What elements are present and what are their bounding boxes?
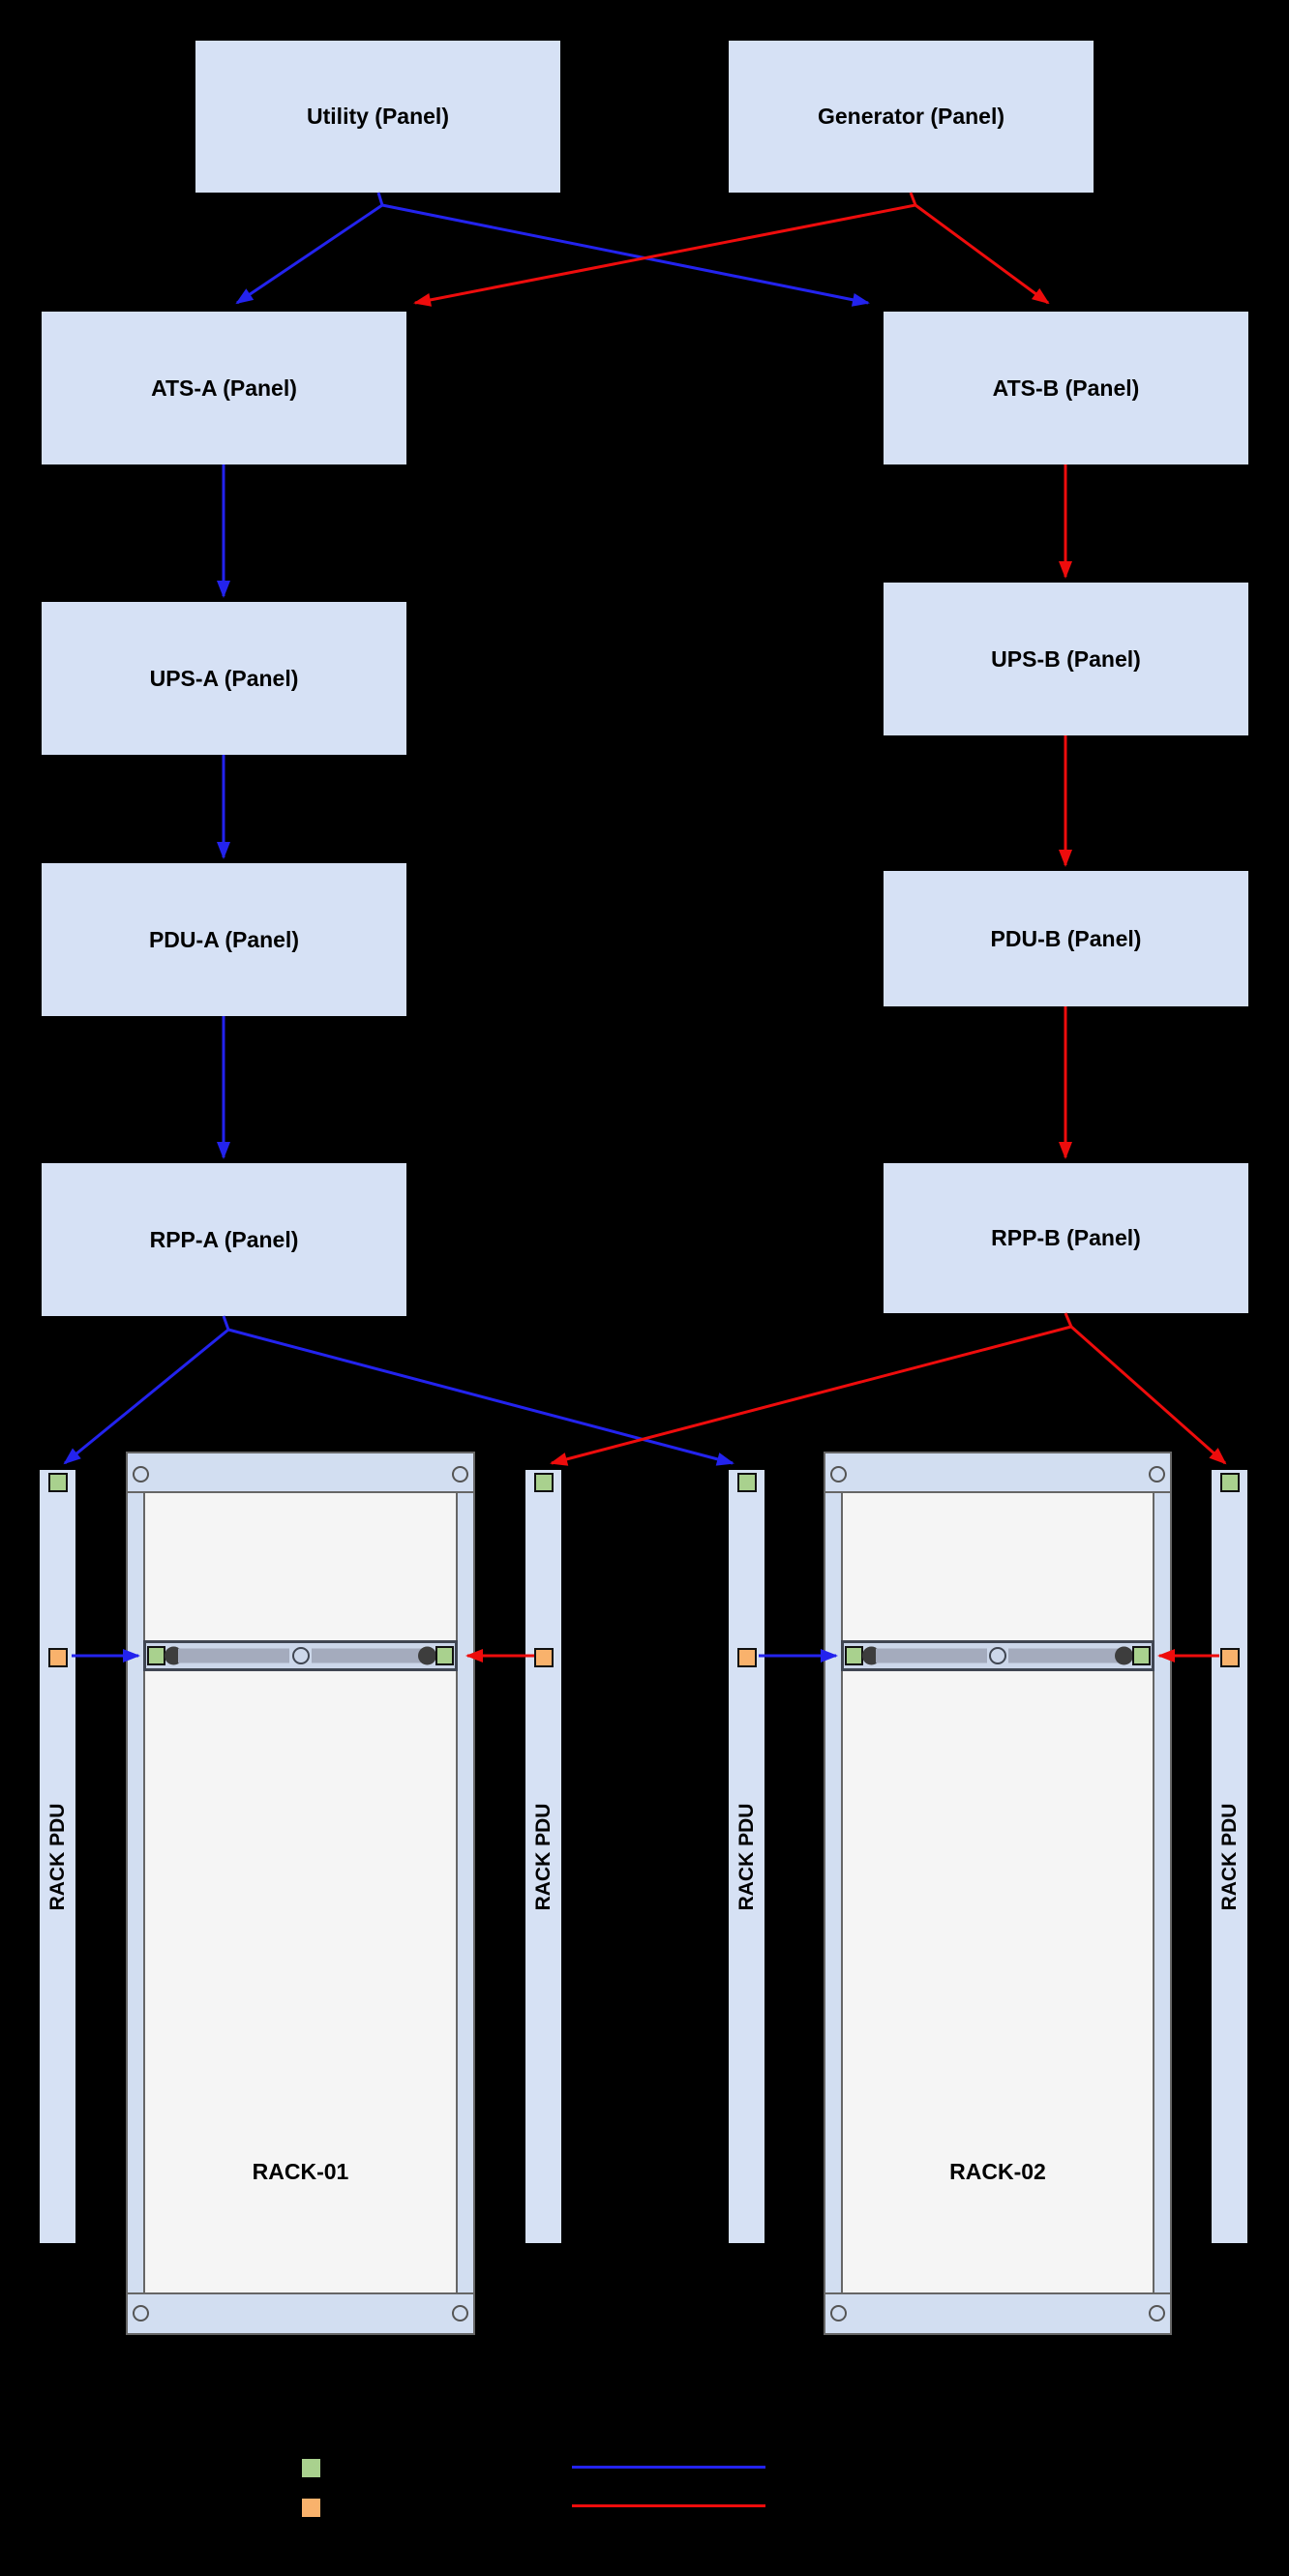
pdu-outlet-square: [533, 1648, 554, 1667]
rack-pdu-label: RACK PDU: [1217, 1803, 1241, 1910]
legend-feed-a-line: [572, 2466, 765, 2469]
edge-rpp-b-to-rack02-pdu: [1070, 1325, 1227, 1465]
panel-ats-a: ATS-A (Panel): [42, 312, 406, 464]
panel-rpp-b-label: RPP-B (Panel): [991, 1225, 1141, 1250]
panel-utility-label: Utility (Panel): [307, 104, 449, 129]
pdu-input-square: [1219, 1473, 1240, 1492]
panel-ups-a: UPS-A (Panel): [42, 602, 406, 755]
panel-rpp-b: RPP-B (Panel): [884, 1163, 1248, 1313]
server-1u-rack-02: [841, 1640, 1154, 1671]
vent-slot: [1008, 1648, 1120, 1663]
panel-pdu-a: PDU-A (Panel): [42, 863, 406, 1016]
panel-pdu-b: PDU-B (Panel): [884, 871, 1248, 1006]
screw-hole-icon: [830, 2305, 847, 2321]
vent-slot: [178, 1648, 289, 1663]
rack-pdu-label: RACK PDU: [531, 1803, 555, 1910]
pdu-outlet-square: [736, 1648, 757, 1667]
panel-rpp-a-label: RPP-A (Panel): [149, 1226, 299, 1252]
rack-pdu-strip-rack02-b: RACK PDU: [1212, 1470, 1247, 2243]
rack-01-bottom-bar: [128, 2292, 473, 2333]
panel-ats-a-label: ATS-A (Panel): [151, 374, 297, 401]
screw-hole-icon: [133, 2305, 149, 2321]
screw-hole-icon: [133, 1466, 149, 1483]
edge-rpp-a-to-rack01-pdu: [63, 1315, 230, 1465]
rack-02-label: RACK-02: [949, 2159, 1046, 2184]
screw-hole-icon: [452, 2305, 468, 2321]
panel-ats-b: ATS-B (Panel): [884, 312, 1248, 464]
mount-hole-icon: [418, 1646, 436, 1665]
panel-ups-b: UPS-B (Panel): [884, 583, 1248, 735]
pdu-outlet-square: [47, 1648, 68, 1667]
pdu-outlet-square: [1219, 1648, 1240, 1667]
rack-01-top-bar: [128, 1453, 473, 1493]
mount-hole-icon: [1115, 1646, 1133, 1665]
screw-hole-icon: [830, 1466, 847, 1483]
edge-utility-to-ats-b: [381, 203, 870, 307]
edge-utility-to-ats-a: [235, 192, 384, 305]
edge-generator-to-ats-a: [413, 192, 918, 307]
edge-generator-to-ats-b: [914, 203, 1050, 305]
rack-02-interior: RACK-02: [841, 1493, 1154, 2292]
legend-outlet-swatch: [302, 2499, 320, 2517]
edge-rpp-b-to-rack01-pdu: [550, 1312, 1074, 1466]
edge-rpp-a-to-rack02-pdu: [227, 1328, 734, 1466]
panel-pdu-a-label: PDU-A (Panel): [148, 926, 300, 952]
panel-pdu-b-label: PDU-B (Panel): [990, 925, 1142, 951]
psu-a-inlet-square: [147, 1646, 165, 1665]
server-1u-rack-01: [143, 1640, 458, 1671]
psu-a-inlet-square: [845, 1646, 863, 1665]
rack-pdu-strip-rack01-b: RACK PDU: [525, 1470, 561, 2243]
panel-ups-a-label: UPS-A (Panel): [149, 665, 299, 691]
panel-utility: Utility (Panel): [195, 41, 560, 193]
rack-frame-rack-01: RACK-01: [126, 1452, 475, 2335]
power-button-icon: [291, 1647, 310, 1664]
screw-hole-icon: [1149, 2305, 1165, 2321]
rack-pdu-strip-rack01-a: RACK PDU: [40, 1470, 75, 2243]
panel-generator-label: Generator (Panel): [818, 104, 1004, 129]
panel-generator: Generator (Panel): [729, 41, 1094, 193]
pdu-input-square: [736, 1473, 757, 1492]
pdu-input-square: [47, 1473, 68, 1492]
vent-slot: [876, 1648, 987, 1663]
psu-b-inlet-square: [1132, 1646, 1151, 1665]
legend-feed-b-line: [572, 2504, 765, 2507]
rack-frame-rack-02: RACK-02: [824, 1452, 1172, 2335]
panel-ups-b-label: UPS-B (Panel): [991, 645, 1141, 672]
rack-pdu-label: RACK PDU: [734, 1803, 758, 1910]
panel-rpp-a: RPP-A (Panel): [42, 1163, 406, 1316]
rack-02-bottom-bar: [825, 2292, 1170, 2333]
screw-hole-icon: [452, 1466, 468, 1483]
rack-pdu-strip-rack02-a: RACK PDU: [729, 1470, 764, 2243]
legend-psu-swatch: [302, 2459, 320, 2477]
psu-b-inlet-square: [435, 1646, 454, 1665]
rack-02-top-bar: [825, 1453, 1170, 1493]
rack-01-label: RACK-01: [252, 2159, 349, 2184]
vent-slot: [312, 1648, 423, 1663]
pdu-input-square: [533, 1473, 554, 1492]
rack-pdu-label: RACK PDU: [45, 1803, 69, 1910]
power-button-icon: [989, 1647, 1006, 1664]
screw-hole-icon: [1149, 1466, 1165, 1483]
rack-01-interior: RACK-01: [143, 1493, 458, 2292]
panel-ats-b-label: ATS-B (Panel): [992, 374, 1140, 401]
